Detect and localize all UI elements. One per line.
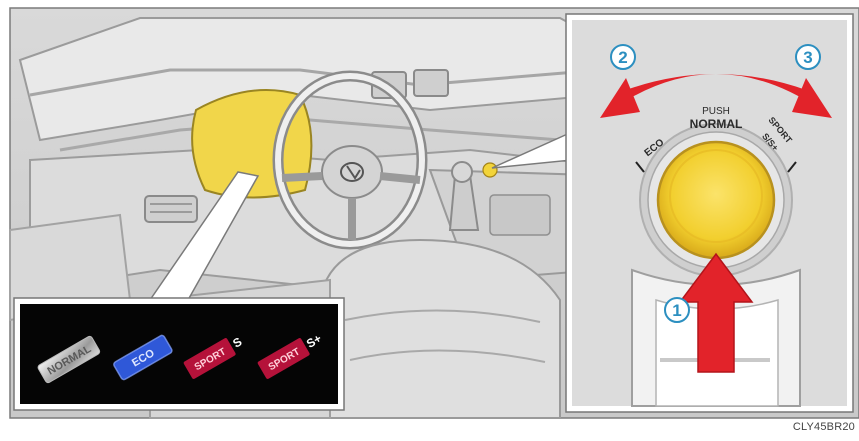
step-1-number: 1 <box>672 301 681 320</box>
mode-selector-detail-panel: PUSH NORMAL ECO SPORT S/S+ 2 3 1 <box>566 14 853 412</box>
drive-mode-knob <box>658 142 774 258</box>
step-3-number: 3 <box>803 48 812 67</box>
step-2-number: 2 <box>618 48 627 67</box>
figure-code: CLY45BR20 <box>793 421 855 433</box>
push-label: PUSH <box>702 106 730 117</box>
normal-label: NORMAL <box>690 117 743 131</box>
mode-indicator-inset: NORMAL ECO SPORT S SPORT S+ <box>14 298 344 410</box>
